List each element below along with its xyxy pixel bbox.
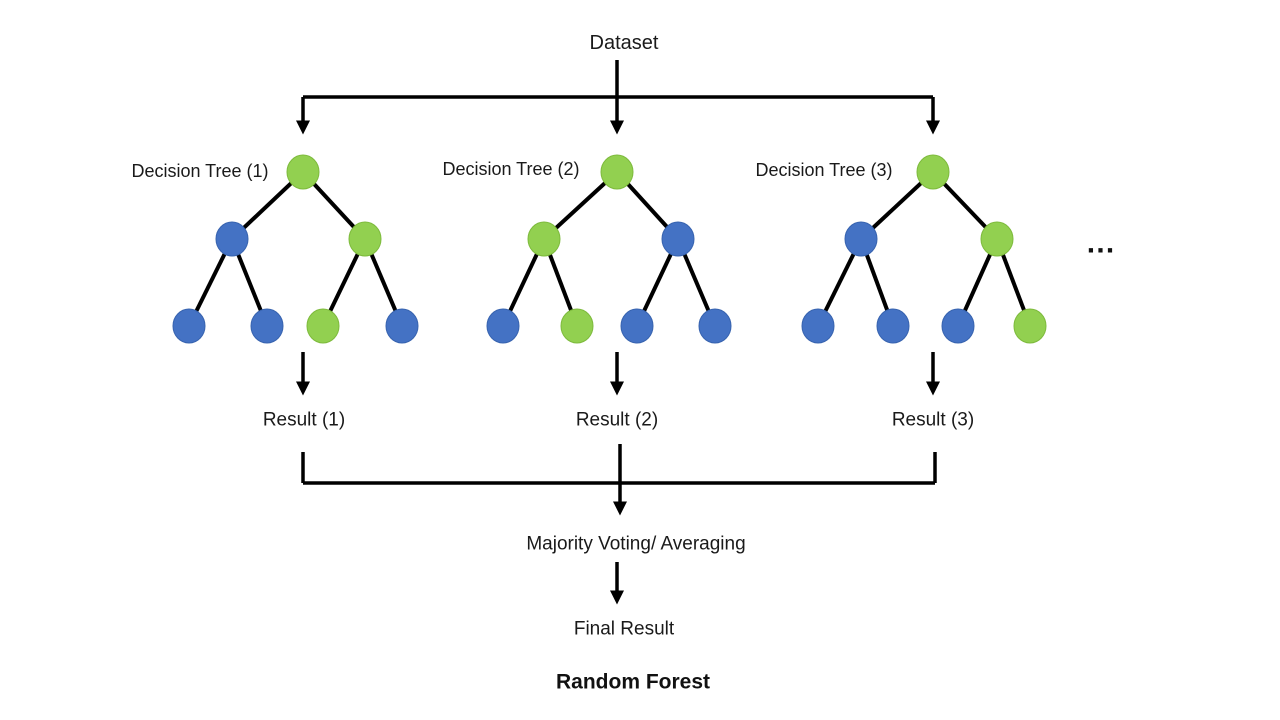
tree-3-leaf-node-blue xyxy=(801,308,835,344)
more-trees-ellipsis: … xyxy=(1085,226,1117,260)
tree-3-leaf-node-blue xyxy=(876,308,910,344)
tree-2-leaf-node-blue xyxy=(620,308,654,344)
tree-1-leaf-node-blue xyxy=(172,308,206,344)
majority-voting-label: Majority Voting/ Averaging xyxy=(526,533,746,555)
tree-1-internal-node-green xyxy=(348,221,382,257)
result-3-label: Result (3) xyxy=(891,409,975,431)
tree-2-leaf-node-blue xyxy=(486,308,520,344)
tree-2-leaf-node-blue xyxy=(698,308,732,344)
result-2-label: Result (2) xyxy=(575,409,659,431)
tree-1-root-node-green xyxy=(286,154,320,190)
tree-2-internal-node-green xyxy=(527,221,561,257)
decision-tree-2-label: Decision Tree (2) xyxy=(442,159,580,180)
decision-tree-3-label: Decision Tree (3) xyxy=(755,160,893,181)
tree-3-internal-node-green xyxy=(980,221,1014,257)
decision-tree-1-label: Decision Tree (1) xyxy=(131,161,269,182)
tree-nodes-layer xyxy=(172,154,1047,344)
tree-1-leaf-node-blue xyxy=(250,308,284,344)
tree-2-leaf-node-green xyxy=(560,308,594,344)
tree-3-leaf-node-blue xyxy=(941,308,975,344)
tree-edges-layer xyxy=(187,170,1032,327)
final-result-label: Final Result xyxy=(573,618,675,640)
tree-1-leaf-node-blue xyxy=(385,308,419,344)
tree-3-root-node-green xyxy=(916,154,950,190)
result-1-label: Result (1) xyxy=(262,409,346,431)
flow-connectors-layer xyxy=(296,60,940,605)
tree-3-leaf-node-green xyxy=(1013,308,1047,344)
tree-3-internal-node-blue xyxy=(844,221,878,257)
tree-2-root-node-green xyxy=(600,154,634,190)
dataset-label: Dataset xyxy=(589,32,659,54)
tree-1-leaf-node-green xyxy=(306,308,340,344)
tree-1-internal-node-blue xyxy=(215,221,249,257)
diagram-title: Random Forest xyxy=(555,670,711,694)
tree-2-internal-node-blue xyxy=(661,221,695,257)
